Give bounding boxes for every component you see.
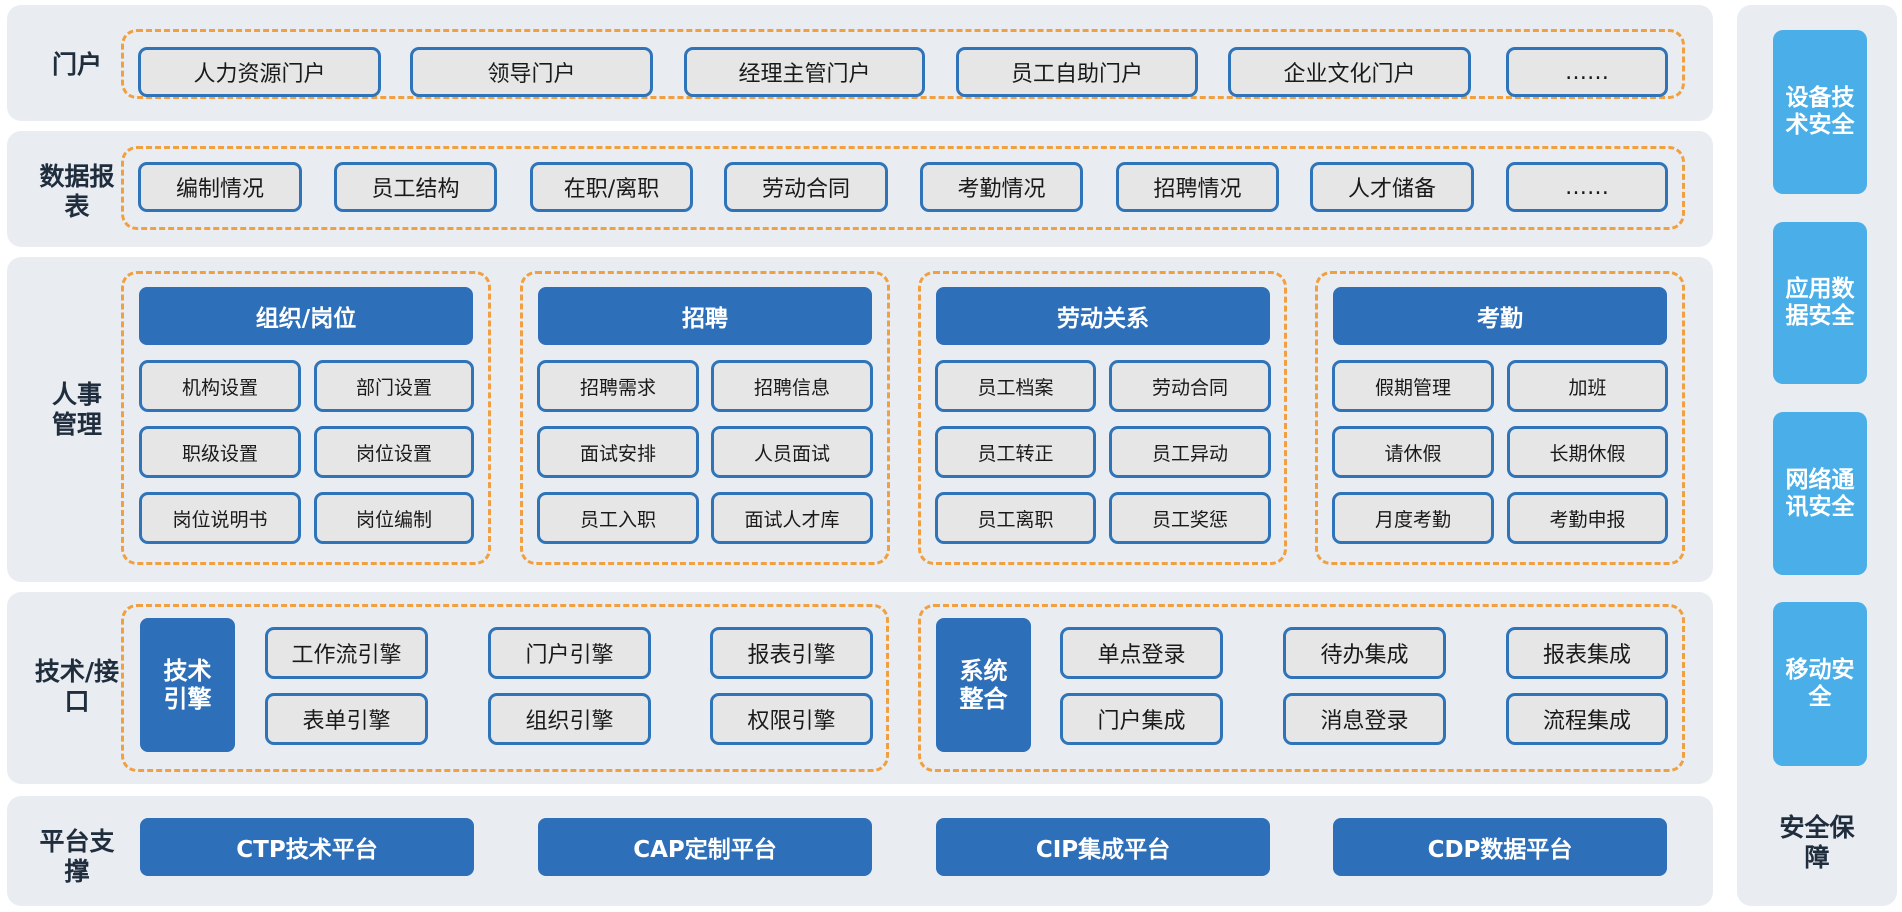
tech-item[interactable]: 消息登录 [1283, 693, 1446, 745]
portal-item[interactable]: 经理主管门户 [684, 47, 925, 97]
hr-item[interactable]: 员工离职 [935, 492, 1096, 544]
hr-item[interactable]: 职级设置 [139, 426, 301, 478]
tech-item[interactable]: 报表引擎 [710, 627, 873, 679]
hr-item[interactable]: 长期休假 [1507, 426, 1668, 478]
hr-item[interactable]: 员工入职 [537, 492, 699, 544]
hr-item[interactable]: 加班 [1507, 360, 1668, 412]
tech-item[interactable]: 工作流引擎 [265, 627, 428, 679]
security-label: 安全保 障 [1779, 813, 1855, 872]
hr-group-org [121, 271, 491, 565]
hr-group-title: 考勤 [1333, 287, 1667, 345]
hr-item[interactable]: 月度考勤 [1332, 492, 1494, 544]
report-item[interactable]: 招聘情况 [1116, 162, 1279, 212]
portal-item[interactable]: 人力资源门户 [138, 47, 381, 97]
hr-item[interactable]: 假期管理 [1332, 360, 1494, 412]
tech-item[interactable]: 报表集成 [1506, 627, 1668, 679]
tech-label: 技术/接 口 [34, 657, 120, 716]
portal-label: 门户 [51, 50, 102, 79]
hr-group-recruit [520, 271, 890, 565]
portal-dashed-box [121, 29, 1685, 99]
tech-item[interactable]: 门户引擎 [488, 627, 651, 679]
hr-group-attendance [1315, 271, 1685, 565]
hr-item[interactable]: 员工档案 [935, 360, 1096, 412]
platform-label: 平台支 撑 [39, 827, 115, 886]
report-item[interactable]: 在职/离职 [530, 162, 693, 212]
report-item[interactable]: 编制情况 [138, 162, 302, 212]
hr-item[interactable]: 员工异动 [1109, 426, 1271, 478]
tech-item[interactable]: 待办集成 [1283, 627, 1446, 679]
hr-group-title: 劳动关系 [936, 287, 1270, 345]
hr-item[interactable]: 人员面试 [711, 426, 873, 478]
tech-item[interactable]: 权限引擎 [710, 693, 873, 745]
report-item[interactable]: 考勤情况 [920, 162, 1083, 212]
tech-item[interactable]: 单点登录 [1060, 627, 1223, 679]
hr-item[interactable]: 面试人才库 [711, 492, 873, 544]
report-item[interactable]: 人才储备 [1310, 162, 1474, 212]
hr-item[interactable]: 岗位设置 [314, 426, 474, 478]
hr-item[interactable]: 岗位说明书 [139, 492, 301, 544]
hr-item[interactable]: 员工奖惩 [1109, 492, 1271, 544]
hr-item[interactable]: 招聘信息 [711, 360, 873, 412]
tech-group-engine [121, 604, 889, 772]
hr-group-title: 招聘 [538, 287, 872, 345]
tech-item[interactable]: 表单引擎 [265, 693, 428, 745]
hr-label: 人事 管理 [51, 380, 102, 439]
hr-group-labor [918, 271, 1287, 565]
tech-item[interactable]: 组织引擎 [488, 693, 651, 745]
security-item[interactable]: 网络通 讯安全 [1773, 412, 1867, 575]
report-item[interactable]: 员工结构 [334, 162, 497, 212]
hr-item[interactable]: 员工转正 [935, 426, 1096, 478]
security-item[interactable]: 设备技 术安全 [1773, 30, 1867, 194]
platform-item[interactable]: CAP定制平台 [538, 818, 872, 876]
hr-item[interactable]: 机构设置 [139, 360, 301, 412]
hr-item[interactable]: 面试安排 [537, 426, 699, 478]
hr-item[interactable]: 劳动合同 [1109, 360, 1271, 412]
portal-item[interactable]: 领导门户 [410, 47, 653, 97]
hr-item[interactable]: 请休假 [1332, 426, 1494, 478]
hr-item[interactable]: 招聘需求 [537, 360, 699, 412]
portal-item[interactable]: 企业文化门户 [1228, 47, 1471, 97]
platform-item[interactable]: CTP技术平台 [140, 818, 474, 876]
reports-dashed-box [121, 146, 1685, 230]
portal-item[interactable]: …… [1506, 47, 1668, 97]
tech-group-title: 技术 引擎 [140, 618, 235, 752]
hr-item[interactable]: 岗位编制 [314, 492, 474, 544]
tech-group-integration [918, 604, 1685, 772]
hr-item[interactable]: 考勤申报 [1507, 492, 1668, 544]
security-item[interactable]: 移动安 全 [1773, 602, 1867, 766]
report-item[interactable]: …… [1506, 162, 1668, 212]
tech-item[interactable]: 流程集成 [1506, 693, 1668, 745]
portal-item[interactable]: 员工自助门户 [956, 47, 1198, 97]
platform-item[interactable]: CIP集成平台 [936, 818, 1270, 876]
reports-label: 数据报 表 [39, 162, 115, 221]
hr-item[interactable]: 部门设置 [314, 360, 474, 412]
tech-group-title: 系统 整合 [936, 618, 1031, 752]
platform-item[interactable]: CDP数据平台 [1333, 818, 1667, 876]
hr-group-title: 组织/岗位 [139, 287, 473, 345]
security-item[interactable]: 应用数 据安全 [1773, 222, 1867, 384]
tech-item[interactable]: 门户集成 [1060, 693, 1223, 745]
report-item[interactable]: 劳动合同 [724, 162, 888, 212]
tech-band [7, 592, 1713, 784]
